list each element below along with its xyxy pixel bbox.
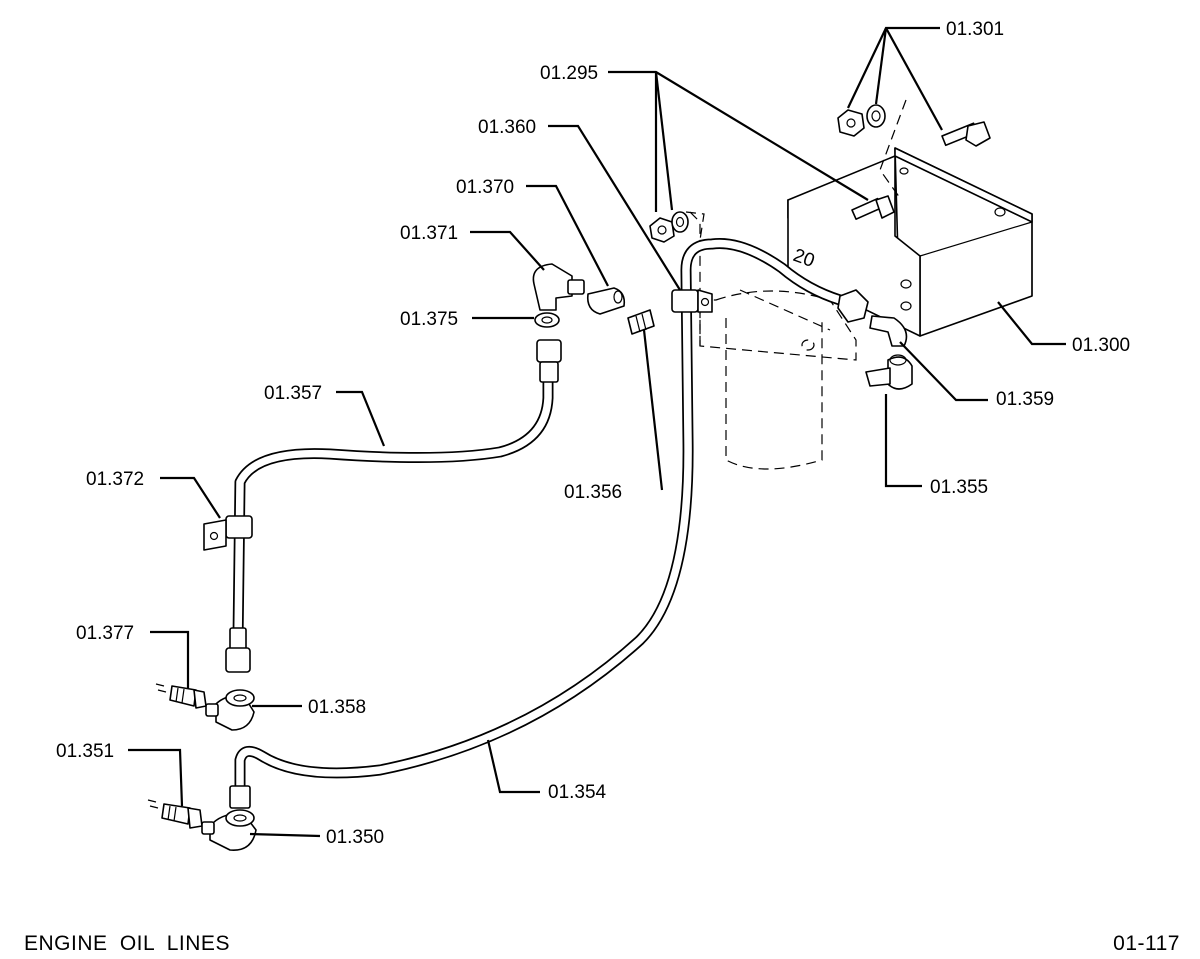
label-01-377: 01.377 — [76, 623, 134, 644]
bracket-washer-upper — [866, 104, 886, 128]
banjo-fitting-right — [865, 354, 913, 390]
label-01-301: 01.301 — [946, 19, 1004, 40]
elbow-fitting-upper — [532, 263, 585, 311]
label-01-357: 01.357 — [264, 383, 322, 404]
label-01-372: 01.372 — [86, 469, 144, 490]
filter-nut — [649, 217, 675, 243]
label-01-359: 01.359 — [996, 389, 1054, 410]
banjo-bolt-lower — [147, 799, 203, 829]
nipple-fitting — [627, 309, 655, 335]
bracket-bolt-lower — [851, 195, 895, 220]
bracket-bolt-upper — [941, 121, 991, 147]
label-01-360: 01.360 — [478, 117, 536, 138]
banjo-bolt-middle — [155, 683, 207, 709]
label-01-375: 01.375 — [400, 309, 458, 330]
hose-end-upper — [536, 339, 562, 383]
label-01-300: 01.300 — [1072, 335, 1130, 356]
hose-end-lower — [225, 627, 251, 673]
tube-clamp — [671, 289, 713, 313]
part-labels: 01.301 01.295 01.360 01.370 01.371 01.37… — [56, 19, 1130, 848]
label-01-350: 01.350 — [326, 827, 384, 848]
elbow-fitting-right — [869, 315, 908, 347]
mounting-bracket: 20 — [787, 147, 1033, 337]
bracket-nut-upper — [837, 109, 865, 137]
label-01-371: 01.371 — [400, 223, 458, 244]
banjo-fitting-middle — [205, 689, 255, 731]
hose-clamp — [203, 515, 253, 551]
label-01-351: 01.351 — [56, 741, 114, 762]
sealing-ring-upper — [534, 312, 560, 328]
label-01-370: 01.370 — [456, 177, 514, 198]
filter-washer — [671, 211, 689, 233]
oil-hose — [232, 374, 554, 646]
label-01-356: 01.356 — [564, 482, 622, 503]
line-nut-right — [837, 289, 869, 323]
label-01-358: 01.358 — [308, 697, 366, 718]
leader-lines — [128, 26, 1066, 838]
diagram-title: ENGINE OIL LINES — [24, 932, 230, 955]
page-number: 01-117 — [1113, 932, 1180, 955]
label-01-295: 01.295 — [540, 63, 598, 84]
label-01-354: 01.354 — [548, 782, 607, 803]
adapter-sleeve — [586, 287, 626, 315]
banjo-fitting-lower — [201, 785, 257, 851]
label-01-355: 01.355 — [930, 477, 988, 498]
